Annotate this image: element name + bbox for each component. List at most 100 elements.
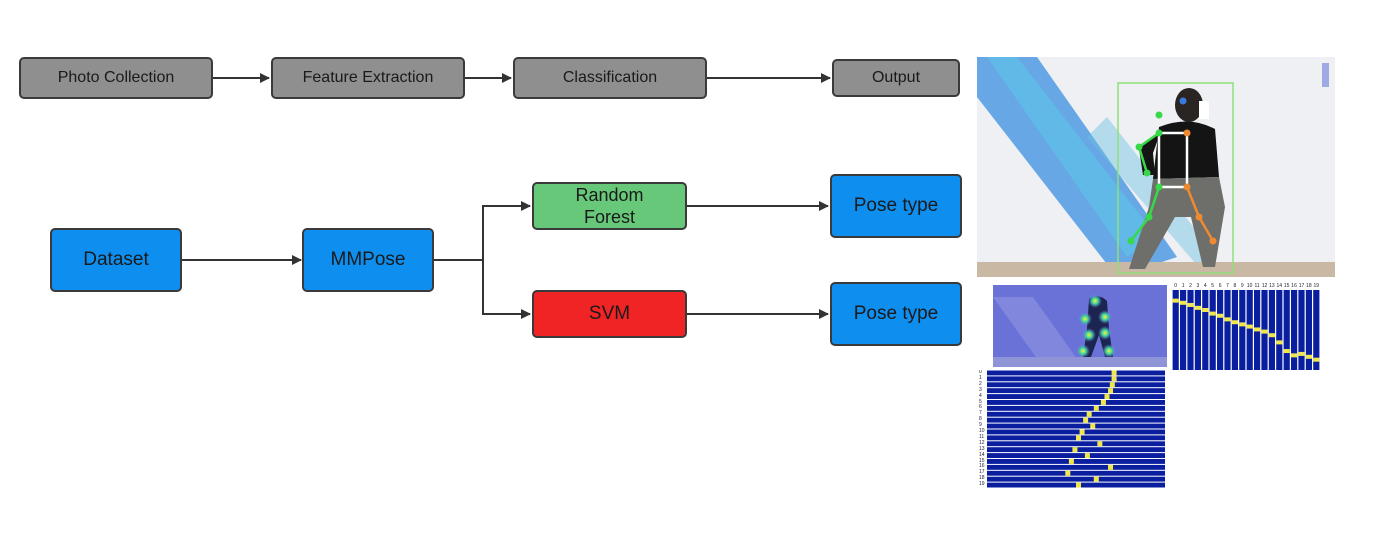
heatmap-col-label: 7 bbox=[1226, 283, 1229, 289]
heatmap-row-label: 2 bbox=[979, 380, 982, 387]
heatmap-col-label: 18 bbox=[1306, 283, 1312, 289]
heatmap-row-peak bbox=[1076, 482, 1081, 488]
pose-photo bbox=[977, 57, 1335, 277]
heatmap-row-peak bbox=[1076, 435, 1081, 441]
heatmap-col-bar bbox=[1313, 290, 1320, 370]
heatmap-col-peak bbox=[1305, 354, 1312, 359]
heatmap-overlay bbox=[993, 285, 1167, 367]
heatmap-row-label: 7 bbox=[979, 410, 982, 417]
heatmap-row-peak bbox=[1090, 423, 1096, 429]
heatmap-row-label: 16 bbox=[979, 463, 985, 470]
heatmap-col-peak bbox=[1239, 322, 1246, 327]
heatmap-col-peak bbox=[1276, 340, 1283, 345]
step-output: Output bbox=[832, 59, 960, 97]
heatmap-col-label: 19 bbox=[1313, 283, 1320, 289]
heatmap-row-peak bbox=[1097, 441, 1103, 447]
heatmap-col-bar bbox=[1194, 290, 1201, 370]
heatmap-row-label: 6 bbox=[979, 404, 982, 411]
heatmap-col-peak bbox=[1298, 351, 1305, 356]
heatmap-col-bar bbox=[1239, 290, 1246, 370]
heatmap-row-bars bbox=[987, 370, 1165, 488]
heatmap-col-bar bbox=[1283, 290, 1290, 370]
heatmap-row-label: 1 bbox=[979, 374, 982, 381]
heatmap-row-bar bbox=[987, 405, 1165, 411]
heatmap-overlay-illustration bbox=[993, 294, 1167, 367]
node-pose-type-svm: Pose type bbox=[830, 282, 962, 346]
node-random-forest: Random Forest bbox=[532, 182, 687, 230]
heatmap-row-peak bbox=[1100, 400, 1106, 405]
heatmap-col-label: 5 bbox=[1211, 283, 1215, 289]
heatmap-col-peak bbox=[1194, 305, 1201, 310]
step-photo-collection: Photo Collection bbox=[19, 57, 213, 99]
heatmap-row-peak bbox=[1111, 376, 1117, 382]
node-pose-type-rf: Pose type bbox=[830, 174, 962, 238]
heatmap-row-label: 5 bbox=[979, 398, 982, 405]
heatmap-col-label: 14 bbox=[1276, 283, 1283, 289]
heatmap-row-bar bbox=[987, 429, 1165, 435]
heatmap-row-label: 8 bbox=[979, 416, 982, 423]
heatmap-row-bar bbox=[987, 464, 1165, 470]
heatmap-col-label: 8 bbox=[1233, 283, 1237, 289]
heatmap-column-bars bbox=[1172, 290, 1320, 370]
heatmap-col-peak bbox=[1261, 329, 1268, 334]
heatmap-row-peak bbox=[1072, 447, 1078, 453]
node-svm: SVM bbox=[532, 290, 687, 338]
heatmap-col-bar bbox=[1231, 290, 1238, 370]
heatmap-row-peak bbox=[1093, 405, 1099, 411]
heatmap-row-bar bbox=[987, 388, 1165, 394]
heatmap-row-peak bbox=[1108, 388, 1114, 394]
heatmap-col-label: 9 bbox=[1240, 283, 1244, 289]
heatmap-col-label: 17 bbox=[1298, 283, 1305, 289]
heatmap-col-bar bbox=[1187, 290, 1194, 370]
heatmap-col-label: 10 bbox=[1246, 283, 1253, 289]
heatmap-row-label: 9 bbox=[979, 422, 982, 429]
heatmap-row-bar bbox=[987, 453, 1165, 458]
heatmap-row-peak bbox=[1083, 417, 1089, 423]
heatmap-row-peak bbox=[1084, 453, 1090, 458]
step-classification: Classification bbox=[513, 57, 707, 99]
heatmap-col-bar bbox=[1276, 290, 1283, 370]
heatmap-row-label: 4 bbox=[979, 392, 982, 399]
heatmap-col-bar bbox=[1172, 290, 1179, 370]
heatmap-row-bar bbox=[987, 411, 1165, 417]
heatmap-row-bar bbox=[987, 470, 1165, 476]
heatmap-col-peak bbox=[1217, 313, 1224, 318]
heatmap-row-bar bbox=[987, 476, 1165, 482]
heatmap-row-peak bbox=[1086, 411, 1092, 417]
heatmap-col-peak bbox=[1209, 311, 1216, 316]
heatmap-row-peak bbox=[1065, 470, 1071, 476]
heatmap-row-label: 0 bbox=[979, 370, 982, 375]
heatmap-row-label: 3 bbox=[979, 386, 982, 393]
heatmap-col-label: 0 bbox=[1174, 283, 1178, 289]
arrow-mmpose-to-svm bbox=[482, 260, 531, 319]
heatmap-col-bar bbox=[1202, 290, 1209, 370]
heatmap-col-bar bbox=[1217, 290, 1224, 370]
node-dataset: Dataset bbox=[50, 228, 182, 292]
heatmap-col-peak bbox=[1180, 300, 1187, 305]
heatmap-col-label: 11 bbox=[1254, 283, 1260, 289]
heatmap-col-peak bbox=[1283, 349, 1290, 354]
pose-photo-illustration bbox=[977, 57, 1335, 277]
heatmap-row-peak bbox=[1079, 429, 1085, 435]
heatmap-row-label: 19 bbox=[979, 481, 985, 488]
heatmap-col-label: 6 bbox=[1218, 283, 1222, 289]
heatmap-row-bar bbox=[987, 394, 1165, 399]
heatmap-col-label: 4 bbox=[1203, 283, 1207, 289]
heatmap-row-bar bbox=[987, 370, 1165, 376]
heatmap-col-bar bbox=[1305, 290, 1312, 370]
heatmap-row-bar bbox=[987, 441, 1165, 447]
heatmap-row-bar bbox=[987, 382, 1165, 388]
heatmap-row-label: 14 bbox=[979, 451, 985, 458]
heatmap-col-label: 12 bbox=[1261, 283, 1268, 289]
node-mmpose: MMPose bbox=[302, 228, 434, 292]
arrow-mmpose-to-rf bbox=[434, 201, 531, 261]
heatmap-row-bar bbox=[987, 376, 1165, 382]
heatmap-col-peak bbox=[1313, 357, 1320, 362]
heatmap-col-label: 16 bbox=[1291, 283, 1297, 289]
heatmap-row-label: 18 bbox=[979, 475, 985, 482]
heatmap-col-label: 2 bbox=[1189, 283, 1192, 289]
heatmap-row-peak bbox=[1093, 476, 1099, 482]
heatmap-row-label: 11 bbox=[979, 433, 985, 440]
